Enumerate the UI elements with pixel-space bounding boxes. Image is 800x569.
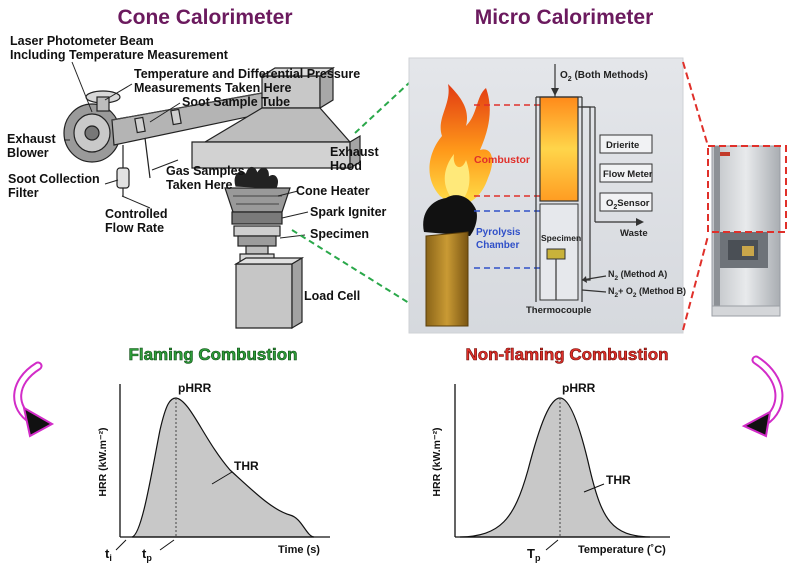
label-specimen: Specimen <box>310 227 369 241</box>
ylabel-nonflaming: HRR (kW.m⁻²) <box>431 427 443 496</box>
area-label-nonflaming: THR <box>606 473 631 487</box>
label-load-cell: Load Cell <box>304 289 360 303</box>
cone-calorimeter-title: Cone Calorimeter <box>117 6 292 29</box>
label-o2-both: O2 (Both Methods) <box>560 70 648 83</box>
micro-calorimeter-title: Micro Calorimeter <box>475 6 654 29</box>
label-gas-samples: Gas Samples <box>166 164 245 178</box>
micro-labels: O2 (Both Methods) Combustor Pyrolysis Ch… <box>474 70 686 316</box>
label-controlled-flow: Controlled <box>105 207 168 221</box>
chart-flaming: HRR (kW.m⁻²) Time (s) pHRR THR ti tp <box>97 381 330 563</box>
label-gas-samples-2: Taken Here <box>166 178 233 192</box>
label-combustor: Combustor <box>474 154 530 166</box>
area-label-flaming: THR <box>234 459 259 473</box>
nonflaming-combustion-title: Non-flaming Combustion <box>465 345 668 364</box>
cone-labels: Laser Photometer Beam Including Temperat… <box>7 34 387 303</box>
specimen-block-icon <box>425 231 469 327</box>
label-soot-filter: Soot Collection <box>8 172 100 186</box>
label-n2-method-a: N2 (Method A) <box>608 269 667 282</box>
connector-green-top <box>354 82 410 134</box>
connector-red-bottom <box>682 235 709 331</box>
label-chamber: Chamber <box>476 240 519 251</box>
chart-nonflaming: HRR (kW.m⁻²) Temperature (˚C) pHRR THR T… <box>431 381 670 563</box>
hrr-curve-flaming <box>131 397 315 538</box>
marker-ti: ti <box>105 546 112 563</box>
label-exhaust-hood: Exhaust <box>330 145 379 159</box>
cone-calorimeter-drawing <box>63 61 361 330</box>
label-o2-sensor: O2Sensor <box>606 198 650 211</box>
curved-arrow-left-icon <box>13 361 55 438</box>
label-pyrolysis: Pyrolysis <box>476 227 521 238</box>
combustor-column <box>539 96 579 202</box>
label-waste: Waste <box>620 228 648 239</box>
o2-sensor-box <box>599 192 653 212</box>
peak-label-nonflaming: pHRR <box>562 381 596 395</box>
label-temperature-2: Measurements Taken Here <box>134 81 292 95</box>
ylabel-flaming: HRR (kW.m⁻²) <box>97 427 109 496</box>
specimen-cup-icon <box>546 248 566 260</box>
label-n2-method-b: N2+ O2 (Method B) <box>608 286 686 299</box>
label-flow-meter: Flow Meter <box>603 169 653 180</box>
drierite-box <box>599 134 653 154</box>
flow-meter-box <box>599 163 653 183</box>
marker-tp: tp <box>142 546 152 563</box>
label-drierite: Drierite <box>606 140 639 151</box>
connector-red-top <box>682 61 709 147</box>
label-exhaust-blower: Exhaust <box>7 132 56 146</box>
label-soot-sample-tube: Soot Sample Tube <box>182 95 290 109</box>
label-temperature: Temperature and Differential Pressure <box>134 67 360 81</box>
label-specimen-micro: Specimen <box>541 233 581 243</box>
label-exhaust-blower-2: Blower <box>7 146 49 160</box>
label-thermocouple: Thermocouple <box>526 305 591 316</box>
hrr-curve-nonflaming <box>459 397 651 538</box>
connector-green-bottom <box>291 229 410 304</box>
char-residue-icon <box>423 195 477 236</box>
xlabel-flaming: Time (s) <box>278 544 320 556</box>
marker-Tp: Tp <box>527 546 541 563</box>
label-laser-beam: Laser Photometer Beam <box>10 34 154 48</box>
label-soot-filter-2: Filter <box>8 186 39 200</box>
label-cone-heater: Cone Heater <box>296 184 370 198</box>
xlabel-nonflaming: Temperature (˚C) <box>578 544 666 556</box>
label-laser-beam-2: Including Temperature Measurement <box>10 48 229 62</box>
peak-label-flaming: pHRR <box>178 381 212 395</box>
micro-calorimeter-instrument <box>707 145 787 317</box>
label-spark-igniter: Spark Igniter <box>310 205 387 219</box>
flaming-combustion-title: Flaming Combustion <box>128 345 297 364</box>
label-controlled-flow-2: Flow Rate <box>105 221 164 235</box>
label-exhaust-hood-2: Hood <box>330 159 362 173</box>
micro-calorimeter-panel <box>408 57 684 334</box>
curved-arrow-right-icon <box>741 355 784 438</box>
soot-collection-filter-icon <box>116 167 130 189</box>
